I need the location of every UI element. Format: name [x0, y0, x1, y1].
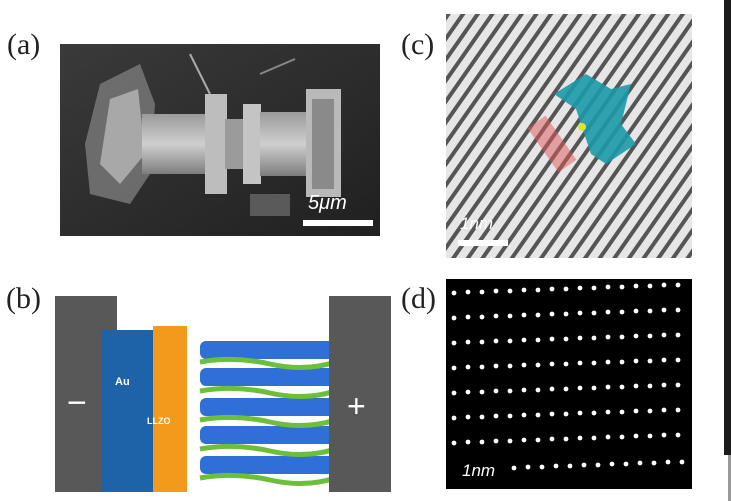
sem-micrograph-panel-a: 5μm [60, 44, 380, 236]
dot-row [451, 282, 681, 296]
llzo-layer [153, 326, 187, 492]
positive-terminal [329, 296, 391, 492]
window-edge-bar [724, 0, 731, 455]
scale-bar-c [458, 240, 508, 246]
scale-bar-a [303, 220, 373, 226]
panel-label-c: (c) [401, 28, 435, 61]
scale-bar-label-c: 1nm [460, 214, 494, 233]
window-edge-bar-tail [728, 455, 731, 501]
panel-label-d: (d) [401, 282, 436, 315]
au-label: Au [115, 376, 130, 388]
structure-overlay [554, 74, 636, 164]
plus-sign: + [347, 388, 366, 424]
scale-bar-label-a: 5μm [308, 192, 347, 214]
crystal-layers [199, 341, 336, 487]
panel-label-b: (b) [6, 282, 41, 315]
atomic-dot-lattice [451, 282, 685, 471]
hrtem-image [446, 14, 692, 258]
filtered-image-panel-d: 1nm [446, 279, 692, 489]
schematic-panel-b: − Au LLZO + [55, 296, 391, 492]
sem-image [60, 44, 380, 236]
crystal-lattice-graphic [199, 341, 336, 487]
llzo-label: LLZO [147, 416, 171, 426]
hrtem-panel-c: 1nm [446, 14, 692, 258]
minus-sign: − [67, 384, 87, 422]
panel-label-a: (a) [7, 28, 41, 61]
scale-bar-label-d: 1nm [462, 461, 496, 480]
au-electrode [101, 330, 153, 492]
